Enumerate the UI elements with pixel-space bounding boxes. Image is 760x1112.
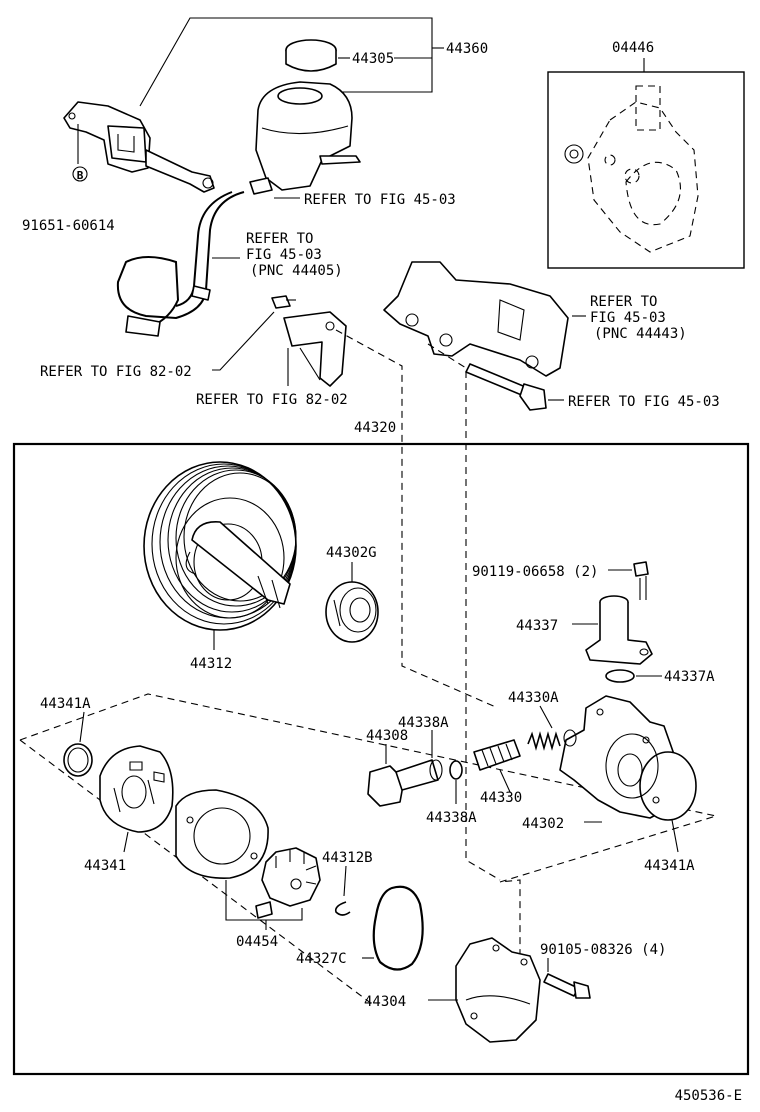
snap-ring-44312b [334, 901, 351, 916]
gasket-44327c [372, 885, 424, 971]
label-44312: 44312 [190, 656, 232, 672]
label-refer-45-03-bolt: REFER TO FIG 45-03 [568, 394, 720, 410]
footer-code: 450536-E [675, 1088, 742, 1104]
label-91651-60614: 91651-60614 [22, 218, 115, 234]
oring-44337a [605, 669, 635, 683]
vane [255, 901, 273, 919]
label-44304: 44304 [364, 994, 406, 1010]
side-plate-44341 [99, 745, 174, 833]
label-44338a-bottom: 44338A [426, 810, 477, 826]
reservoir-tank [249, 81, 361, 195]
bearing-44302g [325, 581, 379, 643]
label-refer-bracket-2: FIG 45-03 [590, 310, 666, 326]
label-44330a: 44330A [508, 690, 559, 706]
gasket-kit-inset [547, 71, 745, 269]
gasket-kit-04446 [564, 85, 699, 253]
hose-clip [283, 311, 347, 387]
label-refer-hose-3: (PNC 44405) [250, 263, 343, 279]
label-90119-06658: 90119-06658 (2) [472, 564, 598, 580]
pump-bracket [383, 261, 569, 377]
union-bolt-90119 [633, 561, 649, 600]
label-44320: 44320 [354, 420, 396, 436]
reservoir-bracket [63, 101, 215, 193]
label-44360: 44360 [446, 41, 488, 57]
spring-44330a [527, 731, 561, 751]
bracket-bolt [465, 363, 547, 411]
flow-valve-44330 [473, 739, 521, 771]
union-44337 [585, 595, 653, 665]
label-90105-08326: 90105-08326 (4) [540, 942, 666, 958]
label-refer-hose-2: FIG 45-03 [246, 247, 322, 263]
bolt-90105 [543, 973, 591, 999]
label-04454: 04454 [236, 934, 278, 950]
label-refer-82-02-clip: REFER TO FIG 82-02 [196, 392, 348, 408]
label-44327c: 44327C [296, 951, 347, 967]
return-hose [116, 191, 245, 337]
marker-b: B [77, 169, 84, 182]
label-refer-hose-1: REFER TO [246, 231, 313, 247]
label-refer-82-02-bolt: REFER TO FIG 82-02 [40, 364, 192, 380]
pump-housing-44302 [559, 695, 697, 821]
small-bolt [271, 295, 296, 309]
reservoir-cap-44305 [285, 39, 337, 72]
label-refer-bracket-1: REFER TO [590, 294, 657, 310]
label-44341a-right: 44341A [644, 858, 695, 874]
plug-44308 [367, 759, 443, 807]
label-44305: 44305 [352, 51, 394, 67]
rear-cover-44304 [455, 937, 541, 1043]
label-44312b: 44312B [322, 850, 373, 866]
label-44341: 44341 [84, 858, 126, 874]
label-04446: 04446 [612, 40, 654, 56]
pulley-44312 [143, 461, 297, 631]
label-44308: 44308 [366, 728, 408, 744]
label-44337a: 44337A [664, 669, 715, 685]
label-refer-45-03-reservoir: REFER TO FIG 45-03 [304, 192, 456, 208]
rotor [261, 847, 321, 907]
label-refer-bracket-3: (PNC 44443) [594, 326, 687, 342]
cam-ring [175, 789, 269, 879]
label-44341a-left: 44341A [40, 696, 91, 712]
label-44338a-top: 44338A [398, 715, 449, 731]
oring-44338a [449, 760, 463, 780]
label-44302g: 44302G [326, 545, 377, 561]
label-44337: 44337 [516, 618, 558, 634]
label-44302: 44302 [522, 816, 564, 832]
pump-assembly-box [12, 442, 750, 1076]
label-44330: 44330 [480, 790, 522, 806]
marker-b-circle [72, 166, 88, 182]
